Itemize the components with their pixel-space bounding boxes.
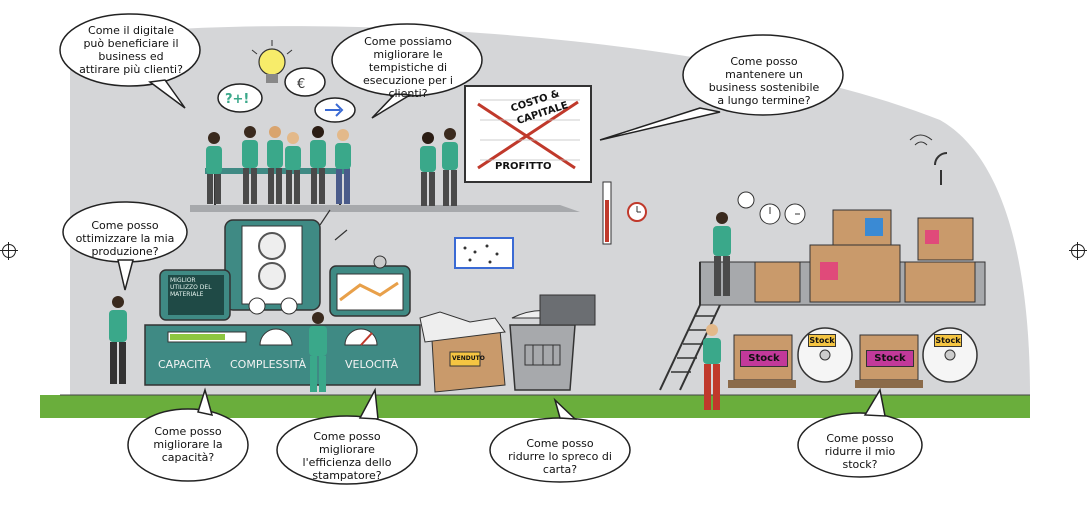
label-velocita: VELOCITÀ xyxy=(345,358,399,371)
bubble-sustain: Come posso mantenere un business sosteni… xyxy=(708,55,820,107)
cost-profit-board xyxy=(464,85,592,183)
registration-mark-left xyxy=(0,242,18,260)
printing-machine xyxy=(144,219,421,386)
label-capacita: CAPACITÀ xyxy=(158,358,211,371)
stacked-boxes xyxy=(754,209,976,303)
worker-mezzanine xyxy=(713,212,731,296)
bubble-efficiency: Come posso migliorare l'efficienza dello… xyxy=(302,430,392,482)
box-sold-label: VENDUTO xyxy=(452,355,485,362)
bubble-stock: Come posso ridurre il mio stock? xyxy=(824,432,896,471)
bubble-optimize: Come posso ottimizzare la mia produzione… xyxy=(75,219,175,258)
worker-stock xyxy=(703,324,721,410)
trash-bin-icon xyxy=(509,294,596,391)
stock-label-4: Stock xyxy=(934,334,962,347)
team-meeting-people xyxy=(206,126,351,204)
alarm-clock-icon xyxy=(627,202,647,222)
thermometer xyxy=(605,200,609,242)
svg-text:?+!: ?+! xyxy=(225,92,249,107)
motion-lines xyxy=(319,209,348,241)
wall-sign xyxy=(454,237,514,269)
bubble-paper: Come posso ridurre lo spreco di carta? xyxy=(508,437,612,476)
floor-strip xyxy=(40,395,1030,418)
speech-bubbles xyxy=(59,13,923,485)
satellite-dish-icon xyxy=(909,134,948,185)
bubble-timing: Come possiamo migliorare le tempistiche … xyxy=(363,35,453,100)
registration-mark-right xyxy=(1069,242,1087,260)
machine-screen-label: MIGLIOR UTILIZZO DEL MATERIALE xyxy=(170,277,212,298)
stock-label-2: Stock xyxy=(808,334,836,347)
bubble-digital: Come il digitale può beneficiare il busi… xyxy=(79,24,183,76)
wall-clock-icon xyxy=(737,191,806,225)
lightbulb-icon xyxy=(251,40,293,83)
label-complessita: COMPLESSITÀ xyxy=(230,358,307,371)
waste-cardboard-box xyxy=(419,311,506,393)
stock-label-1: Stock xyxy=(740,350,788,367)
bubble-capacity: Come posso migliorare la capacità? xyxy=(153,425,223,464)
worker-left xyxy=(109,296,127,384)
board-profit-label: PROFITTO xyxy=(495,161,552,172)
stock-label-3: Stock xyxy=(866,350,914,367)
svg-text:€: € xyxy=(297,77,305,92)
presenters xyxy=(420,128,458,206)
machine-operator xyxy=(309,312,327,392)
idea-clouds: ?+! € xyxy=(217,67,356,123)
upper-platform xyxy=(190,205,580,212)
